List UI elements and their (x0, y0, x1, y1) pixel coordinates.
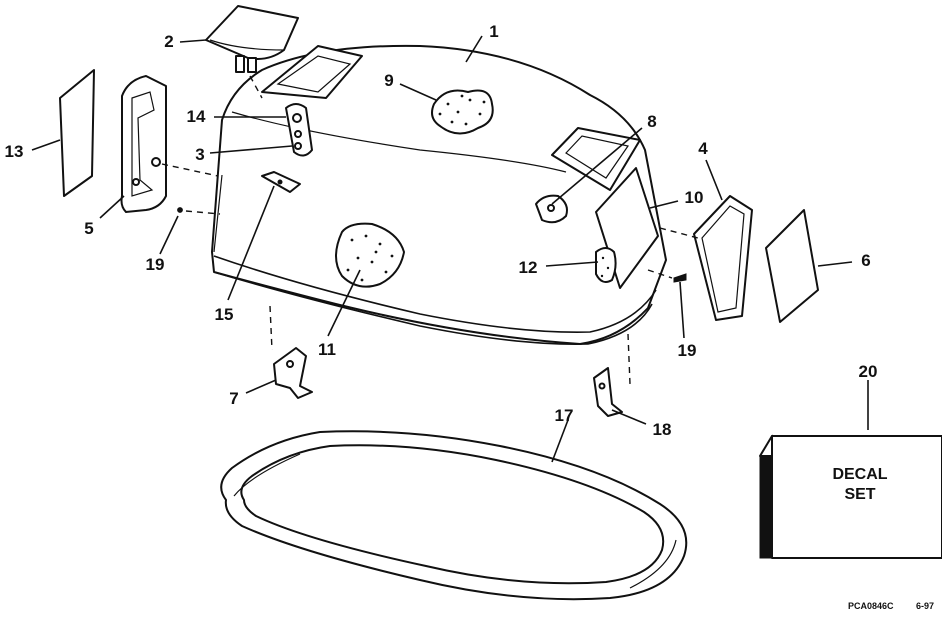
callout-1: 1 (489, 22, 498, 41)
callout-11: 11 (318, 340, 336, 359)
figure-date: 6-97 (916, 601, 934, 611)
decal-text-line2: SET (844, 486, 875, 503)
callout-12: 12 (519, 258, 538, 277)
callout-2: 2 (164, 32, 173, 51)
cover-part-6 (765, 209, 819, 323)
callout-15: 15 (215, 305, 234, 324)
callout-5: 5 (84, 219, 93, 238)
decal-text-line1: DECAL (832, 466, 887, 483)
callout-17: 17 (555, 406, 574, 425)
callout-7: 7 (229, 389, 238, 408)
callout-3: 3 (195, 145, 204, 164)
cowl-part-1 (211, 44, 667, 345)
callout-6: 6 (861, 251, 870, 270)
frame-part-4 (659, 195, 753, 321)
callout-13: 13 (5, 142, 24, 161)
callout-10: 10 (685, 188, 704, 207)
foam-pad-part-9 (431, 89, 494, 135)
screw-part-19-left (177, 207, 221, 215)
callout-4: 4 (698, 139, 708, 158)
callout-9: 9 (384, 71, 393, 90)
screw-part-19-right (647, 269, 687, 283)
callout-14: 14 (187, 107, 206, 126)
latch-plate-part-3 (285, 103, 313, 157)
bracket-part-18 (593, 333, 631, 417)
foam-pad-part-12 (595, 247, 617, 283)
top-cap-part-2 (205, 5, 299, 99)
gasket-part-13 (59, 69, 95, 197)
seal-part-17 (220, 430, 688, 601)
decal-box-part-20: DECAL SET (759, 434, 942, 559)
figure-code: PCA0846C (848, 601, 894, 611)
callout-8: 8 (647, 112, 656, 131)
leader-lines (31, 35, 869, 463)
knob-part-8 (535, 194, 568, 224)
figure-footer: PCA0846C 6-97 (848, 601, 934, 611)
callout-labels: 1 2 3 4 5 6 7 8 9 10 11 12 13 14 15 17 1… (5, 22, 878, 439)
rear-panel-part-5 (120, 75, 219, 213)
bracket-part-7 (269, 305, 313, 399)
callout-19-left: 19 (146, 255, 165, 274)
callout-19-right: 19 (678, 341, 697, 360)
foam-pad-part-11 (335, 222, 406, 288)
clip-part-15 (261, 171, 301, 193)
callout-18: 18 (653, 420, 672, 439)
callout-20: 20 (859, 362, 878, 381)
